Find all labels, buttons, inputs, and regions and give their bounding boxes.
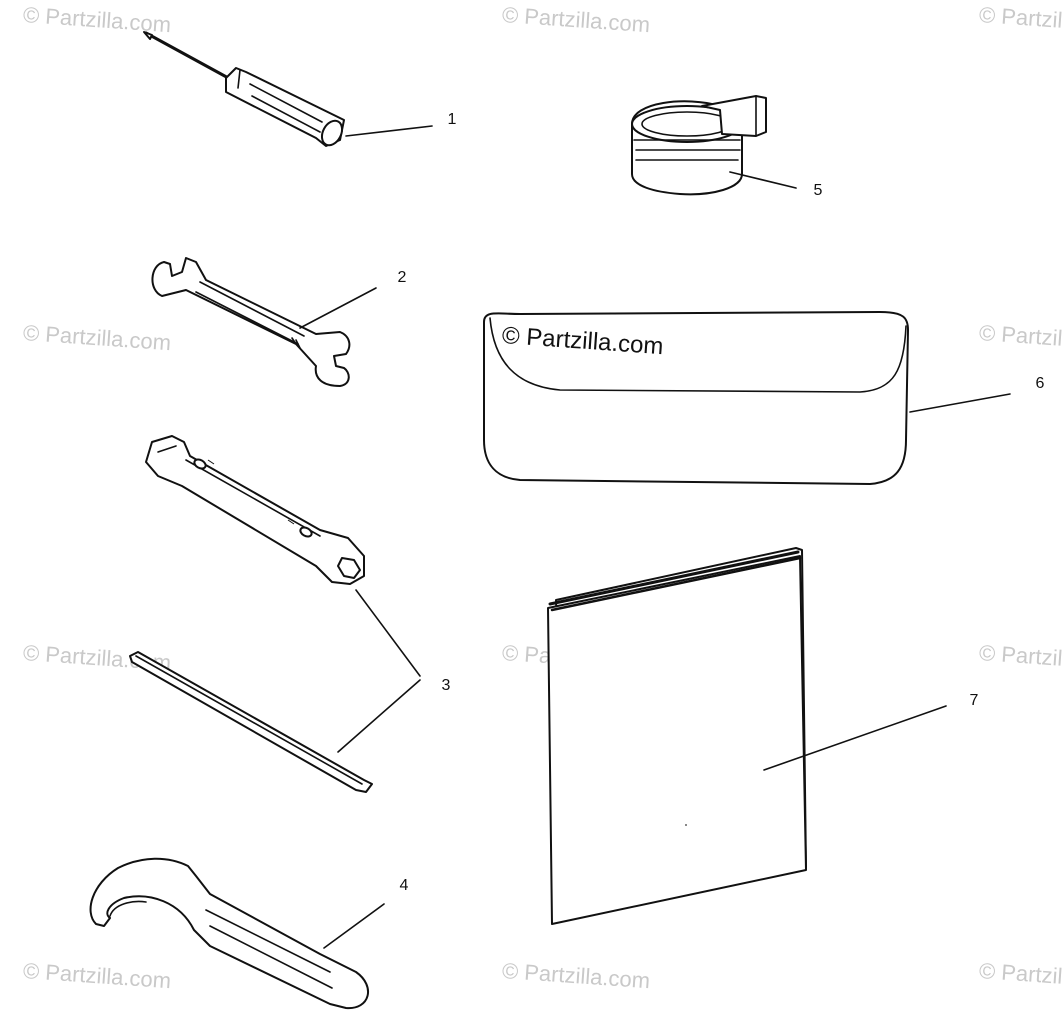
- callout-3: 3: [441, 677, 451, 694]
- callout-4: 4: [399, 877, 409, 894]
- tape-roll-icon[interactable]: [631, 95, 767, 196]
- tool-pouch-icon[interactable]: [483, 311, 909, 485]
- socket-wrench-and-bar-icon[interactable]: [129, 435, 373, 793]
- spanner-hook-wrench-icon[interactable]: [89, 857, 369, 1010]
- callout-5: 5: [813, 182, 823, 199]
- leader-lines: [299, 125, 1011, 949]
- screwdriver-icon[interactable]: [143, 31, 346, 149]
- callout-1: 1: [447, 111, 457, 128]
- callout-2: 2: [397, 269, 407, 286]
- owners-manual-icon[interactable]: [547, 547, 807, 925]
- open-end-wrench-icon[interactable]: [151, 257, 351, 387]
- callout-6: 6: [1035, 375, 1045, 392]
- callout-7: 7: [969, 692, 979, 709]
